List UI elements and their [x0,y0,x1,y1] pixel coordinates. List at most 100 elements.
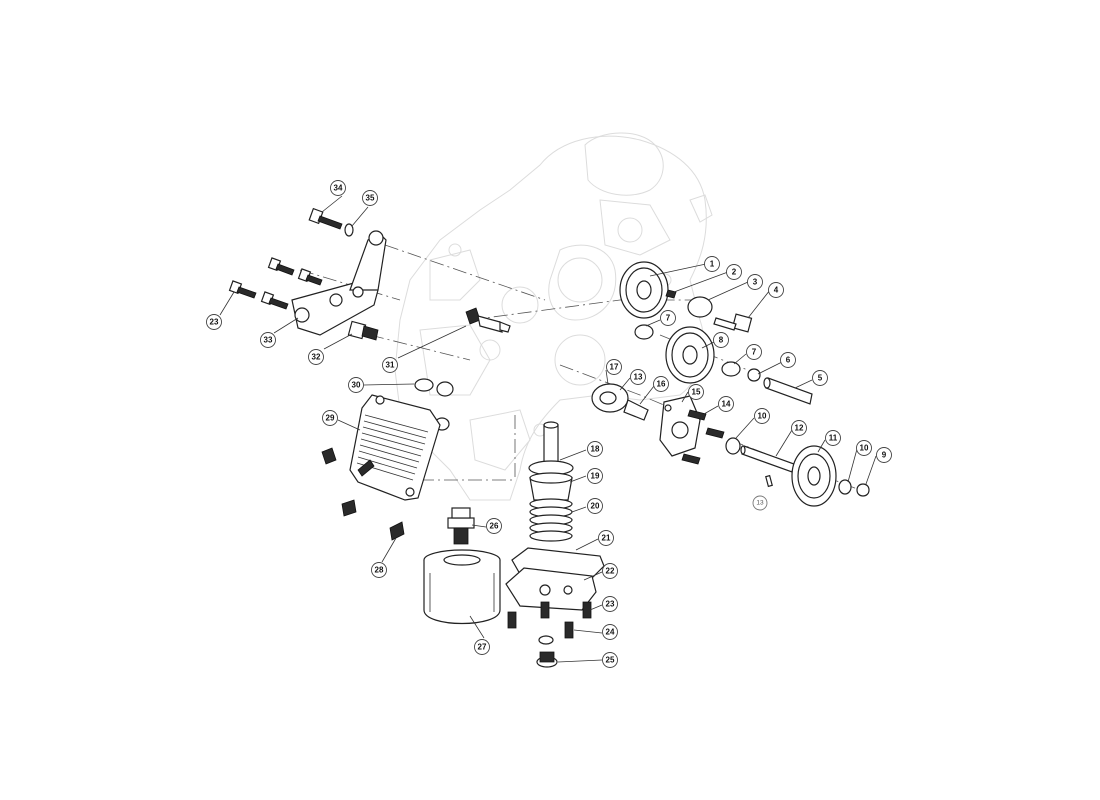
svg-text:26: 26 [490,522,499,531]
key-part-2 [665,289,677,299]
callout-9: 9 [876,447,892,463]
svg-text:9: 9 [882,451,887,460]
svg-text:35: 35 [366,194,375,203]
svg-text:3: 3 [753,278,758,287]
relief-piston-part-18 [528,421,574,476]
callout-1: 1 [704,256,720,272]
callout-25: 25 [602,652,618,668]
callout-5: 5 [812,370,828,386]
callout-35: 35 [362,190,378,206]
callout-18: 18 [587,441,603,457]
oil-filter-part-27 [423,549,501,624]
callout-4: 4 [768,282,784,298]
key-part-13 [765,474,773,488]
circlip-part-6 [747,368,761,382]
bolts-part-23-left [228,257,323,310]
callout-12: 12 [791,420,807,436]
svg-text:13: 13 [756,500,764,507]
svg-text:23: 23 [210,318,219,327]
svg-text:11: 11 [829,434,838,443]
bolts-part-28 [321,447,405,541]
bolts-part-23-lower [507,601,592,639]
svg-text:15: 15 [692,388,701,397]
callout-13-b: 13 [752,495,768,511]
svg-text:17: 17 [610,363,619,372]
svg-text:7: 7 [752,348,757,357]
svg-text:28: 28 [375,566,384,575]
washer-part-10-a [725,437,741,455]
callout-32: 32 [308,349,324,365]
shaft-part-12 [740,445,795,473]
callout-26: 26 [486,518,502,534]
gear-part-8 [665,326,715,384]
callout-6: 6 [780,352,796,368]
svg-text:24: 24 [606,628,615,637]
callout-11: 11 [825,430,841,446]
callout-14: 14 [718,396,734,412]
bolts-part-14 [681,409,725,465]
plug-part-25 [536,651,558,668]
svg-text:12: 12 [795,424,804,433]
callout-34: 34 [330,180,346,196]
callout-16: 16 [653,376,669,392]
svg-text:14: 14 [722,400,731,409]
pump-housing-part-15 [659,395,701,457]
callout-23-b: 23 [602,596,618,612]
gear-part-11 [791,445,837,507]
callout-24: 24 [602,624,618,640]
svg-text:22: 22 [606,567,615,576]
washer-part-3 [687,296,713,318]
callout-17: 17 [606,359,622,375]
shaft-part-5 [763,377,813,405]
callout-3: 3 [747,274,763,290]
svg-text:16: 16 [657,380,666,389]
callout-23-a: 23 [206,314,222,330]
nipple-part-26 [447,507,475,545]
callout-13-a: 13 [630,369,646,385]
svg-text:21: 21 [602,534,611,543]
svg-text:10: 10 [860,444,869,453]
callout-10-a: 10 [754,408,770,424]
fitting-part-32 [347,320,379,341]
callout-31: 31 [382,357,398,373]
shaft-part-16 [623,399,649,421]
oring-part-30-b [436,381,454,397]
svg-text:32: 32 [312,353,321,362]
callout-20: 20 [587,498,603,514]
sleeve-part-19 [529,472,573,501]
callout-2: 2 [726,264,742,280]
svg-text:5: 5 [818,374,823,383]
svg-text:7: 7 [666,314,671,323]
svg-text:30: 30 [352,381,361,390]
bolt-part-34 [308,207,343,230]
svg-text:18: 18 [591,445,600,454]
callout-29: 29 [322,410,338,426]
svg-text:29: 29 [326,414,335,423]
oil-cooler-part-29 [349,394,441,501]
callout-7-b: 7 [746,344,762,360]
callout-7-a: 7 [660,310,676,326]
gear-part-1 [619,261,669,319]
svg-text:10: 10 [758,412,767,421]
leader-lines [219,195,877,663]
callout-21: 21 [598,530,614,546]
callout-22: 22 [602,563,618,579]
cover-part-22 [505,567,597,611]
washer-part-7-b [721,361,741,377]
rotor-part-17 [591,383,629,413]
svg-text:25: 25 [606,656,615,665]
callout-19: 19 [587,468,603,484]
svg-text:2: 2 [732,268,737,277]
washer-part-24 [538,635,554,645]
sensor-part-31 [465,307,511,333]
washer-part-7-a [634,324,654,340]
svg-text:20: 20 [591,502,600,511]
svg-text:6: 6 [786,356,791,365]
svg-text:13: 13 [634,373,643,382]
callout-8: 8 [713,332,729,348]
callout-28: 28 [371,562,387,578]
svg-text:23: 23 [606,600,615,609]
spring-part-20 [529,498,573,542]
svg-text:19: 19 [591,472,600,481]
